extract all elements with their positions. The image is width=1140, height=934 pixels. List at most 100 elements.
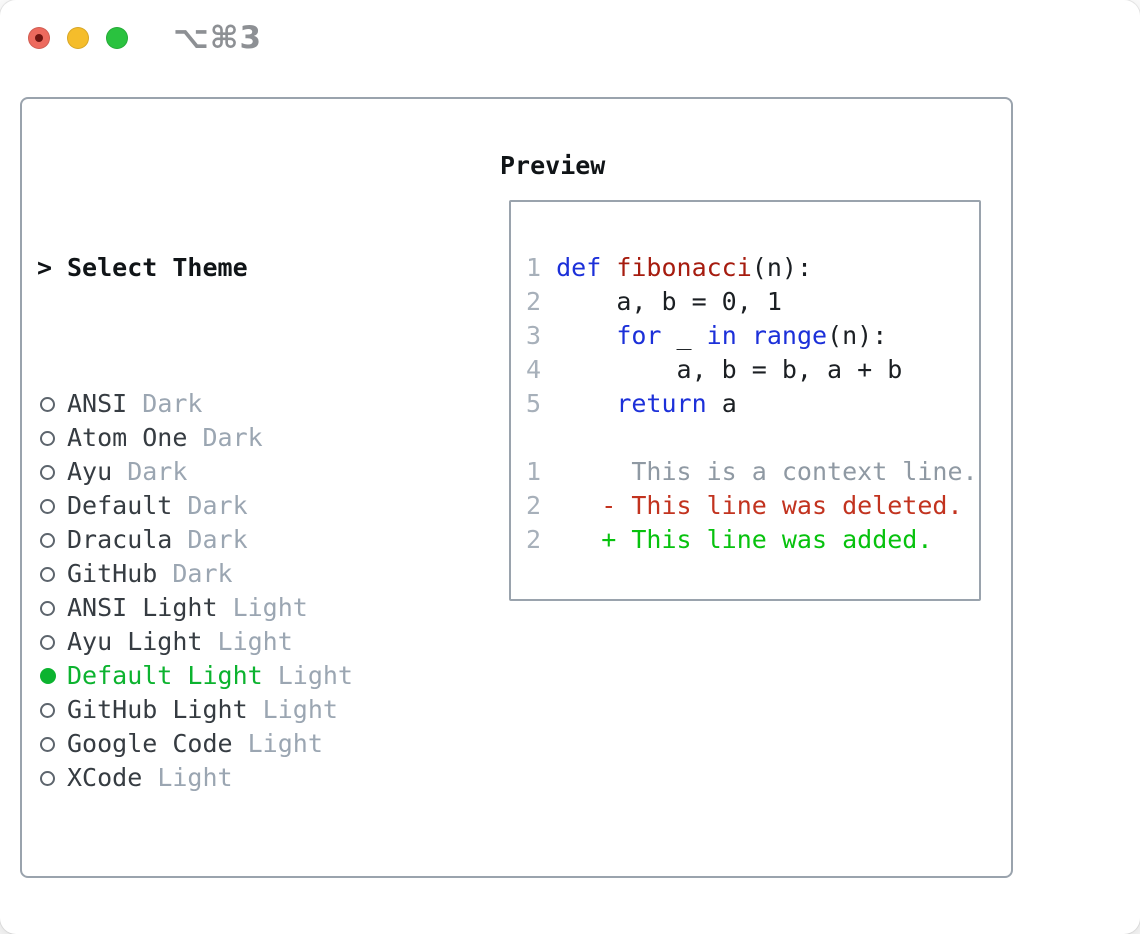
code-segment	[556, 389, 616, 418]
code-line: 4 a, b = b, a + b	[526, 353, 979, 387]
option-label: XCode	[67, 763, 143, 792]
radio-selected-icon	[37, 659, 67, 693]
option-variant-label: Dark	[187, 423, 263, 452]
code-segment	[737, 321, 752, 350]
preview-title: Preview	[500, 151, 606, 180]
radio-icon	[37, 693, 67, 727]
radio-icon	[37, 387, 67, 421]
option-label: Default	[67, 491, 173, 520]
code-segment: a, b = 0, 1	[556, 287, 782, 316]
code-segment: for	[616, 321, 662, 350]
code-blank-line	[526, 421, 979, 455]
theme-option-ayu-light[interactable]: Ayu Light Light	[22, 625, 492, 659]
line-number: 2	[526, 287, 557, 316]
code-line: 5 return a	[526, 387, 979, 421]
theme-option-ayu[interactable]: Ayu Dark	[22, 455, 492, 489]
theme-option-atom-one[interactable]: Atom One Dark	[22, 421, 492, 455]
theme-option-default-light[interactable]: Default Light Light	[22, 659, 492, 693]
code-segment: + This line was added.	[541, 525, 933, 554]
theme-option-ansi-light[interactable]: ANSI Light Light	[22, 591, 492, 625]
option-variant-label: Light	[262, 661, 353, 690]
code-segment: range	[751, 321, 828, 350]
line-number: 5	[526, 389, 557, 418]
option-variant-label: Dark	[112, 457, 188, 486]
code-segment: - This line was deleted.	[541, 491, 963, 520]
code-segment	[556, 321, 616, 350]
theme-option-ansi[interactable]: ANSI Dark	[22, 387, 492, 421]
close-button[interactable]	[28, 27, 50, 49]
option-label: Dracula	[67, 525, 173, 554]
line-number: 3	[526, 321, 557, 350]
radio-icon	[37, 625, 67, 659]
option-label: Google Code	[67, 729, 233, 758]
select-theme-title: Select Theme	[67, 253, 248, 282]
code-segment: (n):	[827, 321, 888, 350]
code-line: 1 def fibonacci(n):	[526, 251, 979, 285]
radio-icon	[37, 421, 67, 455]
window-title: ⌥⌘3	[173, 20, 263, 56]
theme-option-google-code[interactable]: Google Code Light	[22, 727, 492, 761]
radio-icon	[37, 523, 67, 557]
code-line: 2 + This line was added.	[526, 523, 979, 557]
option-label: Atom One	[67, 423, 188, 452]
selection-prompt-icon: >	[37, 253, 53, 282]
code-segment: This is a context line.	[541, 457, 978, 486]
code-segment: a, b = b, a + b	[556, 355, 903, 384]
radio-icon	[37, 557, 67, 591]
theme-option-default[interactable]: Default Dark	[22, 489, 492, 523]
code-line: 2 - This line was deleted.	[526, 489, 979, 523]
radio-icon	[37, 455, 67, 489]
code-segment: in	[706, 321, 737, 350]
code-segment: a	[706, 389, 737, 418]
line-number: 1	[526, 253, 557, 282]
code-segment: def	[556, 253, 602, 282]
option-variant-label: Light	[217, 593, 308, 622]
line-number: 2	[526, 491, 542, 520]
option-label: GitHub	[67, 559, 158, 588]
line-number: 1	[526, 457, 542, 486]
option-variant-label: Light	[232, 729, 323, 758]
traffic-lights	[28, 27, 128, 49]
code-segment: fibonacci	[616, 253, 752, 282]
spacer-row	[22, 897, 492, 931]
option-variant-label: Light	[247, 695, 338, 724]
radio-icon	[37, 761, 67, 795]
code-segment: _	[661, 321, 707, 350]
option-label: Default Light	[67, 661, 263, 690]
option-label: ANSI	[67, 389, 128, 418]
option-variant-label: Dark	[157, 559, 233, 588]
radio-icon	[37, 489, 67, 523]
theme-option-github[interactable]: GitHub Dark	[22, 557, 492, 591]
radio-icon	[37, 727, 67, 761]
code-segment	[601, 253, 616, 282]
theme-option-dracula[interactable]: Dracula Dark	[22, 523, 492, 557]
code-segment: (n):	[751, 253, 813, 282]
option-variant-label: Light	[142, 763, 233, 792]
theme-option-github-light[interactable]: GitHub Light Light	[22, 693, 492, 727]
option-variant-label: Dark	[172, 525, 248, 554]
line-number: 4	[526, 355, 557, 384]
option-variant-label: Dark	[127, 389, 203, 418]
title-bar: ⌥⌘3	[0, 0, 1140, 76]
option-label: ANSI Light	[67, 593, 218, 622]
minimize-button[interactable]	[67, 27, 89, 49]
code-segment: return	[616, 389, 707, 418]
option-label: Ayu	[67, 457, 113, 486]
option-label: GitHub Light	[67, 695, 248, 724]
select-theme-header: > Select Theme	[22, 251, 492, 285]
option-variant-label: Light	[202, 627, 293, 656]
code-line: 3 for _ in range(n):	[526, 319, 979, 353]
radio-icon	[37, 591, 67, 625]
code-line: 1 This is a context line.	[526, 455, 979, 489]
zoom-button[interactable]	[106, 27, 128, 49]
line-number: 2	[526, 525, 542, 554]
theme-option-xcode[interactable]: XCode Light	[22, 761, 492, 795]
option-variant-label: Dark	[172, 491, 248, 520]
option-label: Ayu Light	[67, 627, 203, 656]
